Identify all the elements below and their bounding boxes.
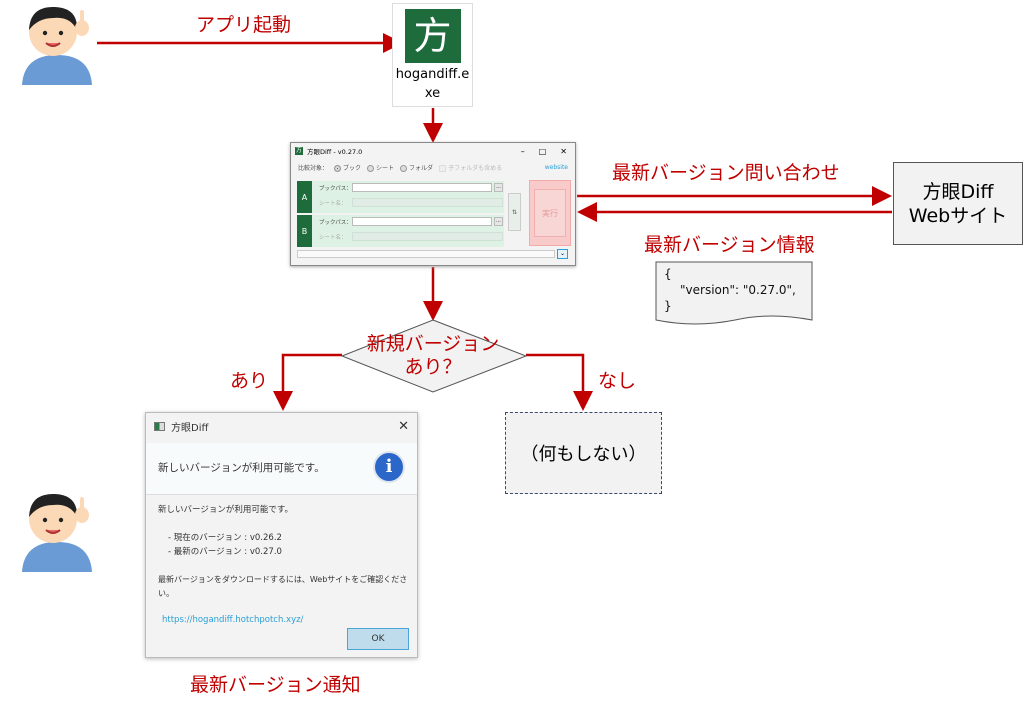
ok-button[interactable]: OK xyxy=(347,628,409,650)
maximize-icon[interactable]: □ xyxy=(538,146,547,156)
dialog-header: 新しいバージョンが利用可能です。 i xyxy=(146,443,417,495)
book-path-label-b: ブックパス： xyxy=(319,220,352,226)
app-main-window: 方 方眼Diff - v0.27.0 – □ ✕ 比較対象： ブック シート フォル… xyxy=(290,142,576,266)
json-line1: { xyxy=(664,267,672,281)
side-b-badge: B xyxy=(297,215,312,247)
close-icon[interactable]: ✕ xyxy=(398,418,409,434)
radio-folder[interactable]: フォルダ xyxy=(400,163,433,172)
json-line2: "version": "0.27.0", xyxy=(680,283,796,297)
radio-book-label: ブック xyxy=(343,164,362,172)
app-titlebar: 方 方眼Diff - v0.27.0 – □ ✕ xyxy=(291,143,575,159)
label-query: 最新バージョン問い合わせ xyxy=(612,162,840,184)
website-url-link[interactable]: https://hogandiff.hotchpotch.xyz/ xyxy=(162,615,304,625)
label-info: 最新バージョン情報 xyxy=(644,234,815,256)
dialog-titlebar: 方眼Diff ✕ xyxy=(146,413,417,439)
sheet-name-select-b[interactable] xyxy=(352,232,503,241)
do-nothing-box: （何もしない） xyxy=(505,412,662,494)
app-logo-icon: 方 xyxy=(404,9,461,63)
json-document: { "version": "0.27.0", } xyxy=(664,266,796,314)
label-notify-caption: 最新バージョン通知 xyxy=(190,674,361,696)
progress-bar xyxy=(297,250,555,258)
label-no: なし xyxy=(598,370,637,392)
radio-sheet-label: シート xyxy=(376,164,395,172)
decision-text: 新規バージョン あり？ xyxy=(362,333,504,379)
compare-label: 比較対象： xyxy=(298,164,329,172)
sheet-name-label-a: シート名： xyxy=(319,201,347,207)
exe-file-icon[interactable]: 方 hogandiff.e xe xyxy=(392,3,473,107)
book-path-label-a: ブックパス： xyxy=(319,186,352,192)
website-line1: 方眼Diff xyxy=(922,180,994,203)
info-icon: i xyxy=(373,451,405,483)
website-box: 方眼Diff Webサイト xyxy=(893,162,1023,245)
exe-name-line1: hogandiff.e xyxy=(395,67,470,82)
arrow-yes xyxy=(273,353,342,411)
expand-chevron-icon[interactable]: ⌄ xyxy=(557,249,568,259)
person-icon-bottom xyxy=(22,493,92,572)
close-icon[interactable]: ✕ xyxy=(560,146,567,156)
side-a-badge: A xyxy=(297,181,312,213)
subfolder-label: 子フォルダも含める xyxy=(448,164,503,172)
radio-book[interactable]: ブック xyxy=(334,163,361,172)
dialog-body: 新しいバージョンが利用可能です。 - 現在のバージョン : v0.26.2 - … xyxy=(158,503,417,627)
dialog-header-text: 新しいバージョンが利用可能です。 xyxy=(158,462,325,474)
json-document-shape xyxy=(655,261,813,325)
dialog-message: 新しいバージョンが利用可能です。 xyxy=(158,505,293,515)
minimize-icon[interactable]: – xyxy=(520,146,525,156)
person-icon-top xyxy=(22,6,92,85)
label-yes: あり xyxy=(230,370,269,392)
side-a-panel: A ブックパス： ... シート名： xyxy=(297,181,504,213)
book-path-input-a[interactable] xyxy=(352,183,492,192)
browse-button-a[interactable]: ... xyxy=(494,183,503,192)
website-line2: Webサイト xyxy=(908,204,1008,227)
execute-panel: 実行 xyxy=(529,180,571,246)
settings-button[interactable]: ⇅ xyxy=(508,193,521,231)
website-link[interactable]: website xyxy=(544,163,568,171)
exe-name-line2: xe xyxy=(424,86,441,101)
side-b-panel: B ブックパス： ... シート名： xyxy=(297,215,504,247)
update-dialog: 方眼Diff ✕ 新しいバージョンが利用可能です。 i 新しいバージョンが利用可… xyxy=(145,412,418,658)
arrow-no xyxy=(526,353,593,411)
subfolder-checkbox[interactable]: 子フォルダも含める xyxy=(439,163,502,172)
compare-options: 比較対象： ブック シート フォルダ 子フォルダも含める website xyxy=(291,159,575,175)
radio-sheet[interactable]: シート xyxy=(367,163,394,172)
current-version: - 現在のバージョン : v0.26.2 xyxy=(168,533,282,543)
latest-version: - 最新のバージョン : v0.27.0 xyxy=(168,547,282,557)
execute-button[interactable]: 実行 xyxy=(534,189,566,237)
decision-diamond xyxy=(340,319,528,393)
label-launch: アプリ起動 xyxy=(196,14,292,36)
app-title: 方眼Diff - v0.27.0 xyxy=(307,148,363,156)
app-window-icon xyxy=(154,421,165,431)
json-line3: } xyxy=(664,299,672,313)
sheet-name-label-b: シート名： xyxy=(319,235,347,241)
radio-folder-label: フォルダ xyxy=(409,164,434,172)
app-logo-icon: 方 xyxy=(295,147,303,155)
dialog-title: 方眼Diff xyxy=(171,422,209,434)
decision-line1: 新規バージョン xyxy=(366,333,500,355)
browse-button-b[interactable]: ... xyxy=(494,217,503,226)
sheet-name-select-a[interactable] xyxy=(352,198,503,207)
download-note: 最新バージョンをダウンロードするには、Webサイトをご確認ください。 xyxy=(158,575,408,598)
decision-line2: あり？ xyxy=(404,356,462,378)
book-path-input-b[interactable] xyxy=(352,217,492,226)
